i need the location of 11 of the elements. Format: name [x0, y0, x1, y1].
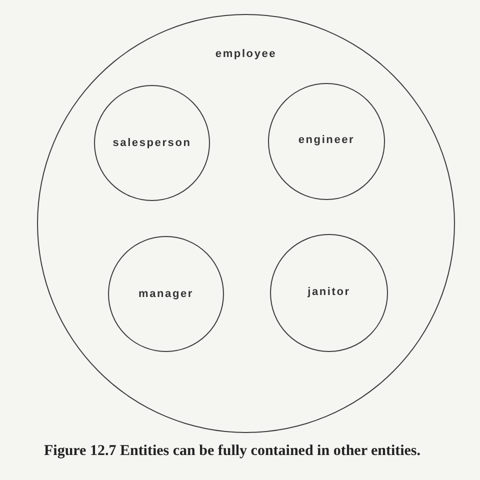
entity-label: janitor [308, 286, 350, 298]
entity-circle [268, 83, 385, 200]
entity-label: engineer [298, 134, 355, 146]
entity-circle [108, 236, 224, 352]
entity-label: employee [215, 48, 277, 60]
entity-circle [37, 14, 455, 433]
entity-label: salesperson [112, 137, 192, 149]
figure-caption: Figure 12.7 Entities can be fully contained in other entities. [44, 443, 421, 460]
entity-circle [270, 234, 388, 352]
entity-label: manager [138, 288, 194, 300]
entity-circle [94, 85, 210, 201]
